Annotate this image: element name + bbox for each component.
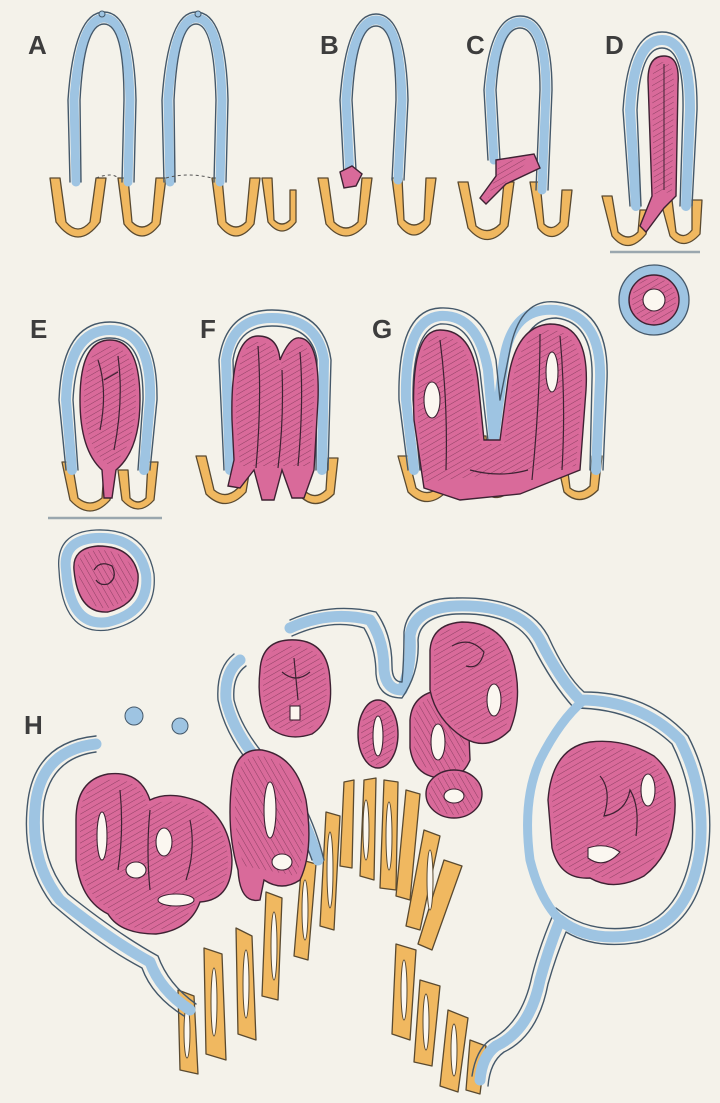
panel-a-drawing: [50, 11, 296, 237]
gland-lumen: [126, 862, 146, 878]
gland-lumen: [641, 774, 655, 806]
vesicle: [125, 707, 143, 725]
panel-d-drawing: [602, 32, 702, 335]
surface-line: [96, 175, 212, 178]
bud-marker: [99, 11, 105, 17]
gland-lumen: [431, 724, 445, 760]
gland-lumen: [97, 812, 107, 860]
villus-outline: [352, 26, 396, 180]
gland-lumen: [158, 894, 194, 906]
gland-lumen: [444, 789, 464, 803]
panel-h-drawing: [26, 598, 709, 1094]
panel-c-drawing: [458, 16, 572, 240]
gland-lumen: [156, 828, 172, 856]
panel-b-drawing: [318, 14, 436, 236]
gland-lumen: [487, 684, 501, 716]
gland-lumen: [264, 782, 276, 838]
panel-f-drawing: [196, 310, 338, 504]
crypt-shape: [118, 178, 166, 236]
bud-marker: [195, 11, 201, 17]
crypt-shape: [262, 178, 296, 231]
crypt-shape: [340, 780, 354, 868]
gland-lumen: [546, 352, 558, 392]
crypt-shape: [392, 178, 436, 235]
crypt-shape: [50, 178, 106, 237]
villus-epithelium: [74, 18, 130, 182]
villus-outline: [174, 24, 216, 182]
crypt-shape: [212, 178, 260, 236]
gland-lumen: [424, 382, 440, 418]
gland-lumen: [290, 706, 300, 720]
gland-lumen: [272, 854, 292, 870]
panel-e-drawing: [48, 322, 162, 631]
gland-lumen: [643, 289, 665, 311]
vesicle: [172, 718, 188, 734]
panel-g-drawing: [398, 302, 607, 502]
villus-outline: [80, 24, 124, 182]
gland-lumen: [373, 716, 383, 756]
